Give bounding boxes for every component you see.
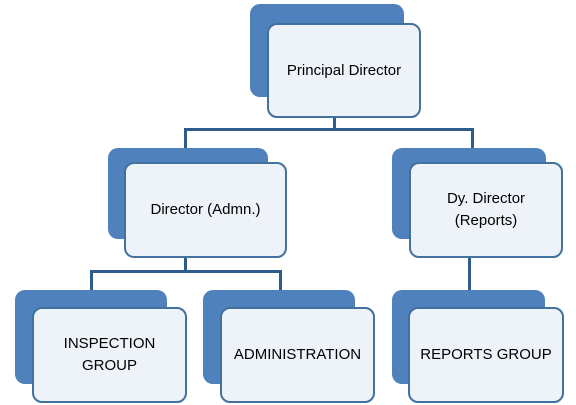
node-box: REPORTS GROUP: [408, 307, 564, 403]
node-box: Director (Admn.): [124, 162, 287, 258]
node-label: Dy. Director (Reports): [446, 190, 526, 229]
node-box: Dy. Director (Reports): [409, 162, 563, 258]
node-label: ADMINISTRATION: [233, 346, 362, 363]
connector-to-inspection: [90, 270, 93, 290]
connector-director-admn-down: [184, 258, 187, 272]
connector-level2-bar: [90, 270, 282, 273]
connector-principal-down: [333, 114, 336, 130]
node-box: INSPECTION GROUP: [32, 307, 187, 403]
node-label: INSPECTION GROUP: [63, 335, 156, 374]
connector-level1-bar: [184, 128, 474, 131]
node-label: REPORTS GROUP: [420, 346, 552, 363]
connector-to-dy-director: [471, 128, 474, 148]
node-label: Principal Director: [286, 61, 402, 79]
connector-to-administration: [279, 270, 282, 290]
connector-dy-director-to-reports: [468, 258, 471, 290]
connector-to-director-admn: [184, 128, 187, 148]
node-box: Principal Director: [267, 23, 421, 118]
node-label: Director (Admn.): [150, 201, 261, 218]
node-box: ADMINISTRATION: [220, 307, 375, 403]
